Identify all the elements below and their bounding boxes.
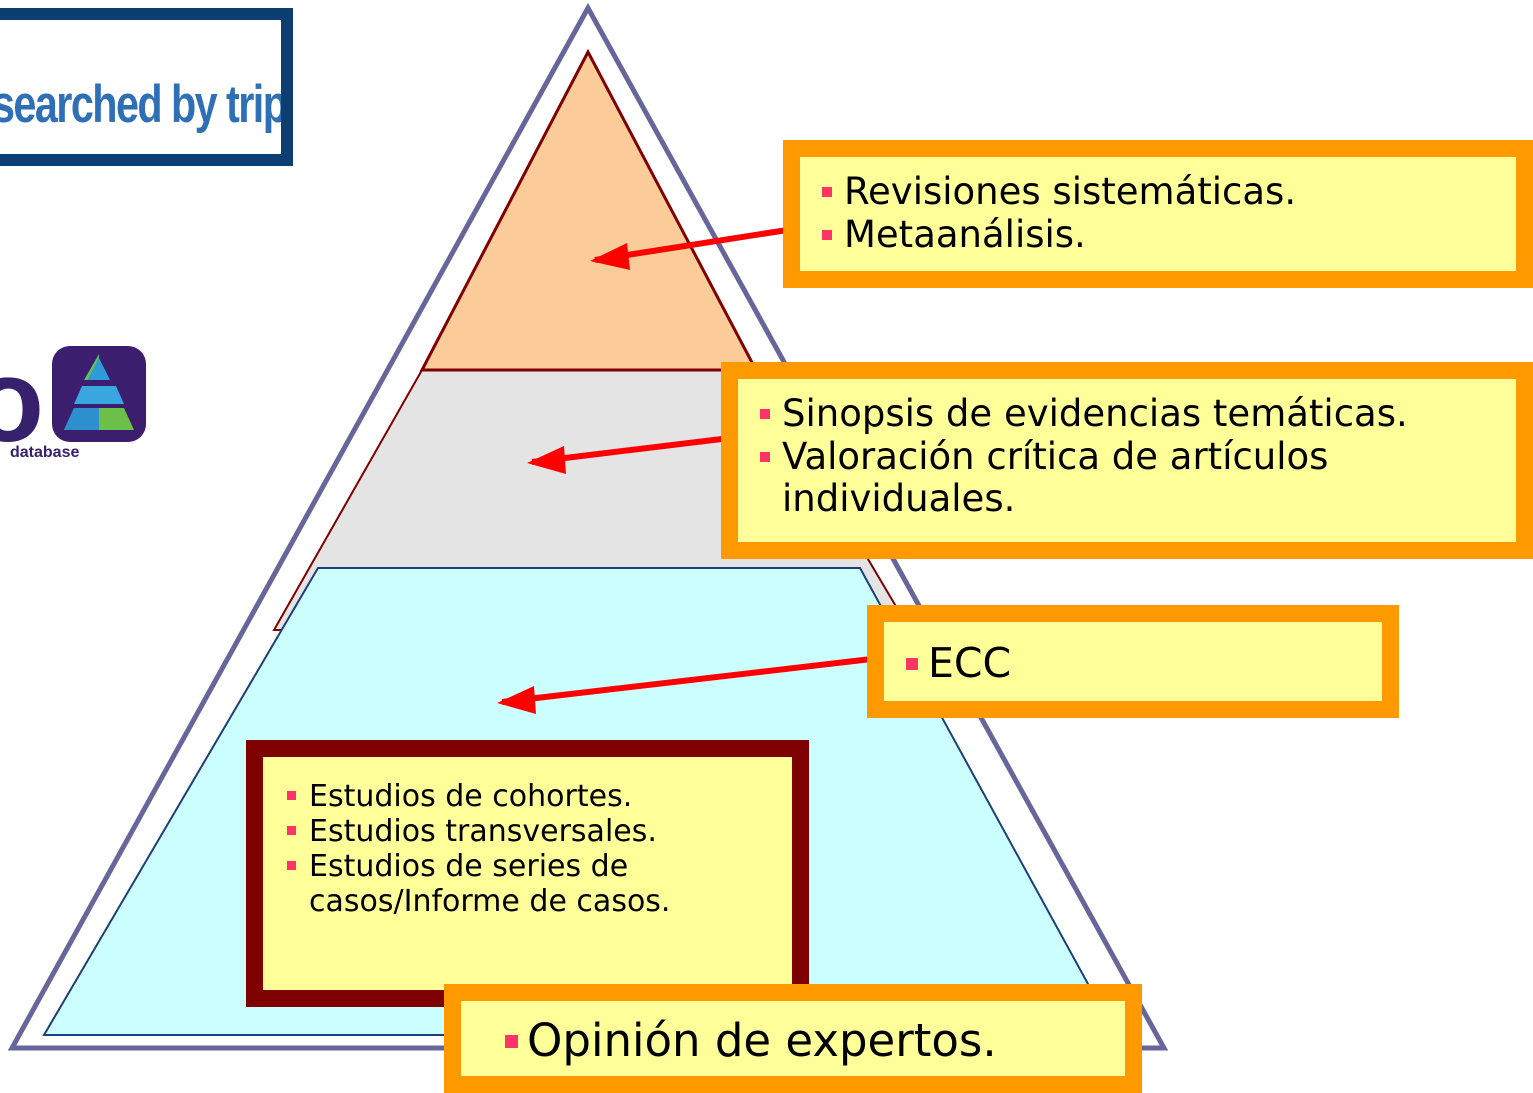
database-logo-icon	[52, 346, 146, 442]
list-item: Estudios de cohortes.	[285, 779, 792, 814]
ecc-box: ECC	[867, 605, 1399, 718]
list-item: Estudios de series de casos/Informe de c…	[285, 849, 769, 919]
list-item: Metaanálisis.	[820, 213, 1516, 257]
arrow-low	[501, 655, 881, 705]
arrowhead-low	[497, 686, 536, 714]
list-item: Sinopsis de evidencias temáticas.	[758, 392, 1516, 436]
database-logo-letter: o	[0, 335, 45, 467]
trip-banner: searched by trip	[0, 8, 293, 166]
arrow-top	[594, 225, 801, 263]
expert-opinion-box: Opinión de expertos.	[444, 984, 1142, 1093]
list-item: Estudios transversales.	[285, 814, 792, 849]
systematic-reviews-box: Revisiones sistemáticas. Metaanálisis.	[783, 140, 1533, 288]
tier-top-fill	[419, 48, 759, 372]
list-item: ECC	[904, 639, 1382, 687]
banner-text: searched by trip	[0, 75, 287, 134]
observational-studies-box: Estudios de cohortes. Estudios transvers…	[246, 740, 809, 1007]
arrowhead-top	[590, 243, 630, 270]
list-item: Revisiones sistemáticas.	[820, 170, 1516, 214]
database-logo-caption: database	[10, 444, 80, 461]
arrow-mid	[531, 435, 731, 465]
arrowhead-mid	[527, 446, 566, 474]
list-item: Opinión de expertos.	[503, 1015, 1125, 1067]
list-item: Valoración crítica de artículos individu…	[758, 435, 1422, 521]
evidence-synopsis-box: Sinopsis de evidencias temáticas. Valora…	[721, 362, 1533, 559]
